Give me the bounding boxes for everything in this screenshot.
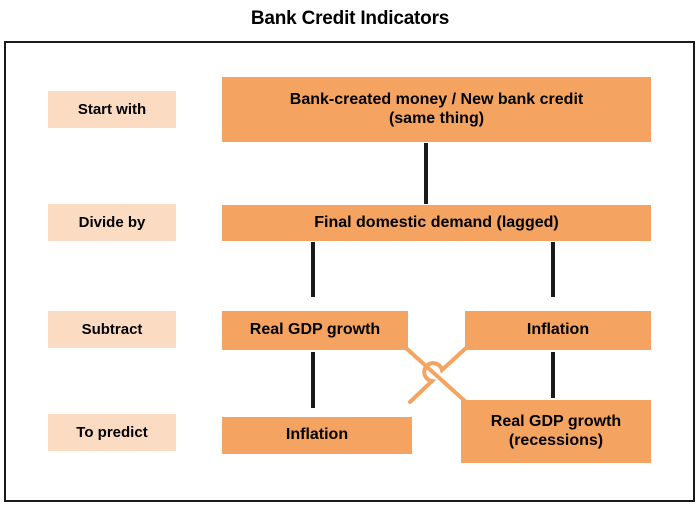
node-text-line-2: (recessions)	[508, 431, 604, 449]
page-title: Bank Credit Indicators	[250, 8, 450, 29]
stage-label-divide-by: Divide by	[48, 204, 176, 241]
node-text-line-1: Inflation	[526, 321, 590, 339]
stage-label-subtract: Subtract	[48, 311, 176, 348]
stage-label-text: To predict	[76, 423, 148, 441]
stage-label-to-predict: To predict	[48, 414, 176, 451]
node-text-line-1: Bank-created money / New bank credit	[289, 90, 584, 108]
node-real-gdp-growth-recessions: Real GDP growth (recessions)	[461, 400, 651, 463]
node-text-line-1: Real GDP growth	[249, 321, 381, 339]
node-text-line-1: Real GDP growth	[490, 412, 622, 430]
stage-label-text: Divide by	[78, 213, 146, 231]
node-real-gdp-growth: Real GDP growth	[222, 311, 408, 350]
node-bank-created-money: Bank-created money / New bank credit (sa…	[222, 77, 651, 142]
node-inflation-subtract: Inflation	[465, 311, 651, 350]
node-final-domestic-demand: Final domestic demand (lagged)	[222, 205, 651, 241]
stage-label-start-with: Start with	[48, 91, 176, 128]
stage-label-text: Start with	[77, 100, 147, 118]
node-text-line-1: Inflation	[285, 426, 349, 444]
node-text-line-2: (same thing)	[388, 109, 485, 127]
node-inflation-predicted: Inflation	[222, 417, 412, 454]
stage-label-text: Subtract	[81, 320, 143, 338]
node-text-line-1: Final domestic demand (lagged)	[314, 213, 559, 231]
